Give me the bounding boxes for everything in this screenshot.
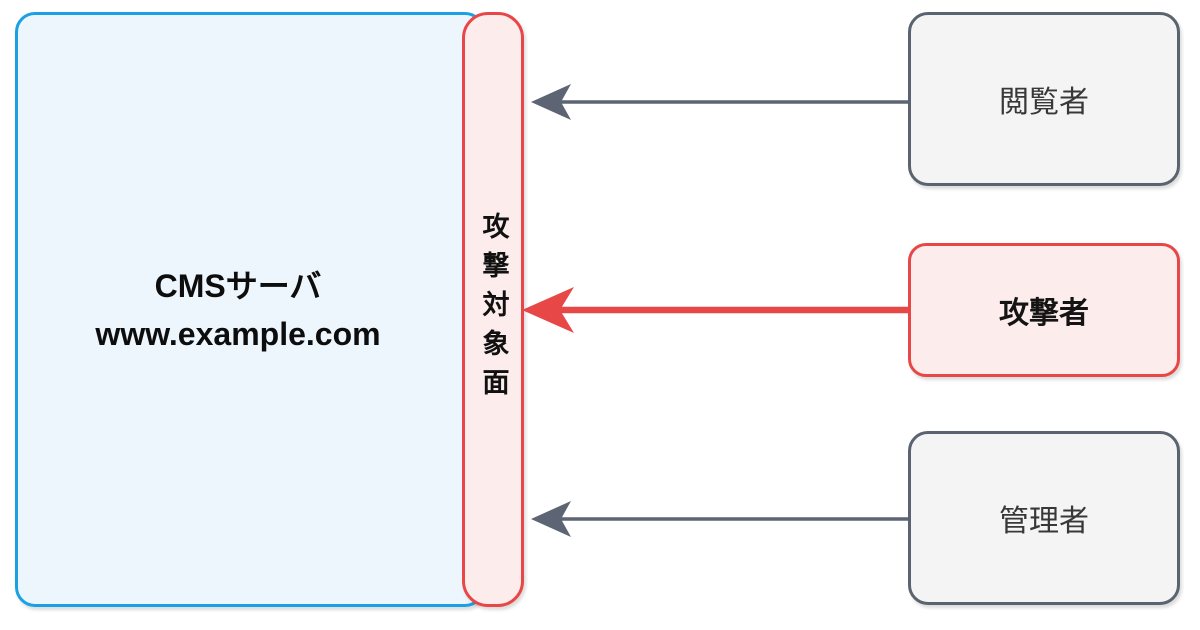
viewer-arrow bbox=[531, 84, 908, 120]
attacker-arrowhead-icon bbox=[522, 287, 574, 333]
server-node: CMSサーバ www.example.com bbox=[15, 12, 485, 607]
actor-attacker-node: 攻撃者 bbox=[908, 243, 1180, 377]
admin-arrow bbox=[531, 501, 908, 537]
attack-surface-node: 攻撃対象面 bbox=[462, 12, 524, 607]
attacker-arrow bbox=[522, 287, 910, 333]
actor-admin-label: 管理者 bbox=[999, 505, 1089, 538]
attack-surface-label: 攻撃対象面 bbox=[478, 212, 509, 407]
actor-admin-node: 管理者 bbox=[908, 431, 1180, 605]
viewer-arrowhead-icon bbox=[531, 84, 571, 120]
server-subtitle: www.example.com bbox=[95, 315, 381, 352]
admin-arrowhead-icon bbox=[531, 501, 571, 537]
actor-viewer-label: 閲覧者 bbox=[999, 86, 1089, 119]
server-text: CMSサーバ www.example.com bbox=[95, 262, 404, 358]
server-title: CMSサーバ bbox=[154, 267, 322, 304]
actor-viewer-node: 閲覧者 bbox=[908, 12, 1180, 186]
actor-attacker-label: 攻撃者 bbox=[999, 297, 1089, 330]
